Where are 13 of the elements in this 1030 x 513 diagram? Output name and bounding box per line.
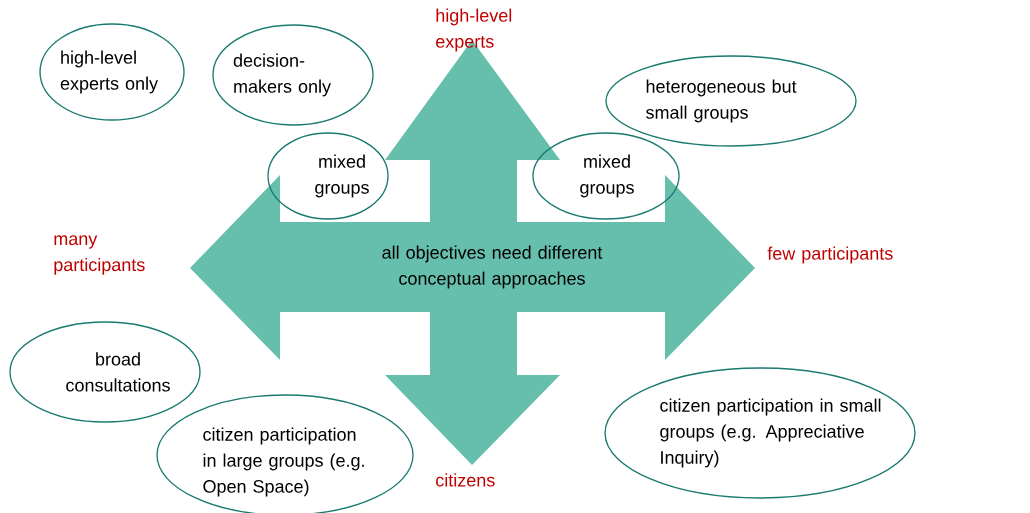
ellipse-bubble: citizen participation in large groups (e.g. Open Space) [156, 394, 414, 513]
ellipse-bubble: heterogeneous but small groups [605, 55, 857, 147]
axis-label: citizens [436, 473, 495, 487]
axis-label: many participants [54, 235, 145, 275]
axis-label: high-level experts [436, 8, 512, 52]
ellipse-bubble: citizen participation in small groups (e.g. Appreciative Inquiry) [604, 367, 916, 499]
ellipse-bubble: high-level experts only [39, 23, 185, 121]
axis-label: few participants [767, 246, 893, 264]
arrow-text: all objectives need different conceptual approaches [382, 245, 603, 289]
ellipse-bubble: broad consultations [9, 321, 201, 423]
ellipse-bubble: mixed groups [267, 132, 389, 220]
ellipse-bubble: decision-makers only [212, 24, 374, 126]
ellipse-bubble: mixed groups [532, 132, 680, 220]
